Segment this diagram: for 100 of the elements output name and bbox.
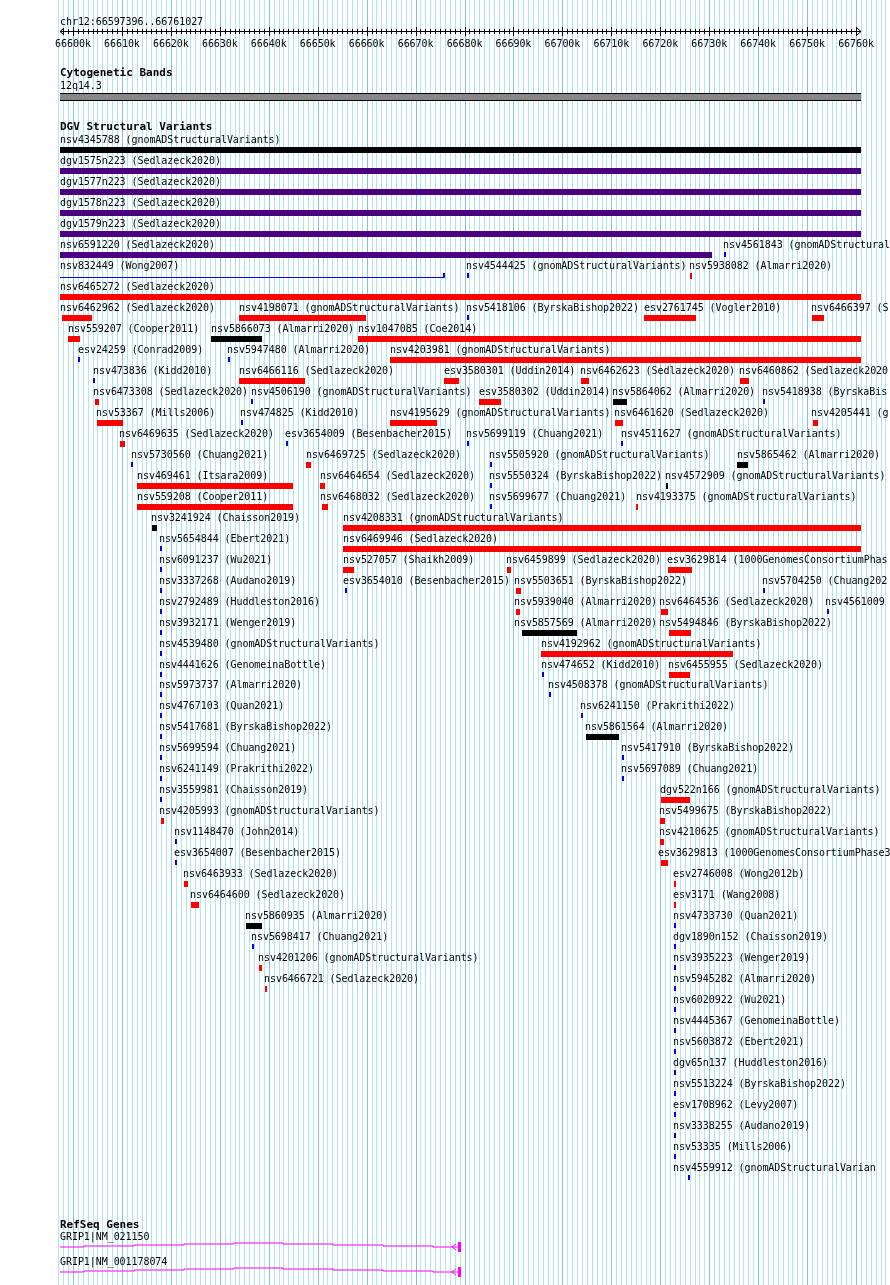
variant-label: esv2746008 (Wong2012b) (673, 868, 805, 880)
ruler-tick-label: 66670k (396, 38, 435, 50)
variant-label: nsv5417910 (ByrskaBishop2022) (621, 742, 794, 754)
variant-label: esv3629813 (1000GenomesConsortiumPhase3 (658, 847, 890, 859)
ruler-tick-label: 66610k (103, 38, 141, 50)
variant-label: nsv5704250 (Chuang202 (762, 575, 888, 587)
variant-label: nsv5697089 (Chuang2021) (621, 763, 759, 775)
variant-label: dgv1579n223 (Sedlazeck2020) (60, 218, 221, 230)
variant-label: nsv6466397 (S (811, 302, 889, 314)
variant-label: nsv2792489 (Huddleston2016) (159, 596, 320, 608)
variant-label: nsv5939040 (Almarri2020) (514, 596, 658, 608)
ruler-tick-label: 66600k (54, 38, 92, 50)
variant-label: dgv522n166 (gnomADStructuralVariants) (660, 784, 881, 796)
variant-label: nsv5699677 (Chuang2021) (489, 491, 627, 503)
variant-label: nsv4561009 (825, 596, 885, 608)
variant-label: nsv6465272 (Sedlazeck2020) (60, 281, 215, 293)
variant-label: nsv5550324 (ByrskaBishop2022) (489, 470, 662, 482)
ruler-tick-label: 66730k (690, 38, 729, 50)
variant-label: nsv6591220 (Sedlazeck2020) (60, 239, 215, 251)
variant-label: nsv4559912 (gnomADStructuralVarian (673, 1162, 876, 1174)
variant-label: nsv473836 (Kidd2010) (93, 365, 213, 377)
variant-label: nsv5864062 (Almarri2020) (612, 386, 756, 398)
variant-label: nsv4445367 (GenomeinaBottle) (673, 1015, 840, 1027)
variant-label: nsv6466116 (Sedlazeck2020) (239, 365, 394, 377)
variant-label: nsv6469725 (Sedlazeck2020) (306, 449, 461, 461)
ruler-tick-label: 66750k (788, 38, 826, 50)
variant-label: nsv6464536 (Sedlazeck2020) (659, 596, 814, 608)
variant-label: nsv53367 (Mills2006) (96, 407, 216, 419)
variant-label: nsv469461 (Itsara2009) (137, 470, 269, 482)
position-label: chr12:66597396..66761027 (60, 16, 204, 28)
variant-label: nsv5513224 (ByrskaBishop2022) (673, 1078, 846, 1090)
variant-label: nsv6460862 (Sedlazeck2020 (739, 365, 888, 377)
variant-label: nsv4506190 (gnomADStructuralVariants) (251, 386, 472, 398)
cytoband-label: 12q14.3 (60, 80, 102, 92)
variant-label: nsv5418106 (ByrskaBishop2022) (466, 302, 639, 314)
variant-label: nsv6241150 (Prakrithi2022) (580, 700, 735, 712)
variant-label: nsv4733730 (Quan2021) (673, 910, 799, 922)
variant-label: nsv3241924 (Chaisson2019) (151, 512, 300, 524)
variant-label: nsv559208 (Cooper2011) (137, 491, 269, 503)
variant-label: nsv5865462 (Almarri2020) (737, 449, 881, 461)
ruler-tick-label: 66640k (249, 38, 288, 50)
variant-label: nsv4205441 (g (811, 407, 889, 419)
variant-label: nsv6462962 (Sedlazeck2020) (60, 302, 215, 314)
variant-label: nsv6459899 (Sedlazeck2020) (506, 554, 661, 566)
ruler-tick-label: 66690k (494, 38, 533, 50)
variant-label: nsv3338255 (Audano2019) (673, 1120, 811, 1132)
variant-label: nsv6241149 (Prakrithi2022) (159, 763, 314, 775)
variant-label: nsv6464654 (Sedlazeck2020) (320, 470, 475, 482)
variant-label: nsv5505920 (gnomADStructuralVariants) (489, 449, 710, 461)
variant-label: nsv5603872 (Ebert2021) (673, 1036, 805, 1048)
variant-label: nsv5866073 (Almarri2020) (211, 323, 355, 335)
variant-label: nsv4205993 (gnomADStructuralVariants) (159, 805, 380, 817)
variant-label: nsv527057 (Shaikh2009) (343, 554, 475, 566)
variant-label: nsv5973737 (Almarri2020) (159, 679, 303, 691)
variant-label: esv3171 (Wang2008) (673, 889, 781, 901)
variant-label: nsv4508378 (gnomADStructuralVariants) (548, 679, 769, 691)
variant-label: nsv6469635 (Sedlazeck2020) (119, 428, 274, 440)
variant-label: nsv6461620 (Sedlazeck2020) (614, 407, 769, 419)
variant-label: nsv6469946 (Sedlazeck2020) (343, 533, 498, 545)
variant-label: nsv4195629 (gnomADStructuralVariants) (390, 407, 611, 419)
variant-label: nsv4441626 (GenomeinaBottle) (159, 659, 326, 671)
variant-label: nsv4192962 (gnomADStructuralVariants) (541, 638, 762, 650)
variant-label: nsv5699119 (Chuang2021) (466, 428, 604, 440)
variant-label: nsv4345788 (gnomADStructuralVariants) (60, 134, 281, 146)
ruler-tick-label: 66680k (445, 38, 484, 50)
ruler-tick-label: 66660k (347, 38, 386, 50)
variant-label: nsv4201206 (gnomADStructuralVariants) (258, 952, 479, 964)
variant-label: nsv474825 (Kidd2010) (240, 407, 360, 419)
variant-label: nsv832449 (Wong2007) (60, 260, 180, 272)
variant-label: nsv5938082 (Almarri2020) (689, 260, 833, 272)
ruler-tick-label: 66740k (739, 38, 778, 50)
variant-label: dgv65n137 (Huddleston2016) (673, 1057, 828, 1069)
ruler-tick-label: 66760k (837, 38, 875, 50)
variant-label: nsv3559981 (Chaisson2019) (159, 784, 308, 796)
variant-label: nsv5730560 (Chuang2021) (131, 449, 269, 461)
variant-label: esv3654009 (Besenbacher2015) (285, 428, 452, 440)
variant-label: nsv559207 (Cooper2011) (68, 323, 200, 335)
variant-label: nsv5947480 (Almarri2020) (227, 344, 371, 356)
variant-label: nsv4208331 (gnomADStructuralVariants) (343, 512, 564, 524)
variant-label: nsv5861564 (Almarri2020) (585, 721, 729, 733)
variant-label: nsv6463933 (Sedlazeck2020) (183, 868, 338, 880)
variant-label: nsv5698417 (Chuang2021) (251, 931, 389, 943)
variant-label: nsv6468032 (Sedlazeck2020) (320, 491, 475, 503)
variant-label: nsv4544425 (gnomADStructuralVariants) (466, 260, 687, 272)
variant-label: nsv5654844 (Ebert2021) (159, 533, 291, 545)
variant-label: nsv5499675 (ByrskaBishop2022) (659, 805, 832, 817)
track-heading: Cytogenetic Bands (60, 67, 173, 79)
variant-label: nsv4203981 (gnomADStructuralVariants) (390, 344, 611, 356)
variant-label: esv1708962 (Levy2007) (673, 1099, 799, 1111)
variant-label: nsv6455955 (Sedlazeck2020) (668, 659, 823, 671)
variant-label: nsv3337268 (Audano2019) (159, 575, 297, 587)
variant-label: nsv4572909 (gnomADStructuralVariants) (665, 470, 886, 482)
variant-label: esv3654010 (Besenbacher2015) (343, 575, 510, 587)
variant-label: nsv5494846 (ByrskaBishop2022) (659, 617, 832, 629)
gene-label: GRIP1|NM_001178074 (60, 1256, 168, 1268)
variant-label: dgv1577n223 (Sedlazeck2020) (60, 176, 221, 188)
ruler-tick-label: 66650k (298, 38, 337, 50)
variant-label: nsv4198071 (gnomADStructuralVariants) (239, 302, 460, 314)
variant-label: nsv6464600 (Sedlazeck2020) (190, 889, 345, 901)
variant-label: nsv4210625 (gnomADStructuralVariants) (659, 826, 880, 838)
